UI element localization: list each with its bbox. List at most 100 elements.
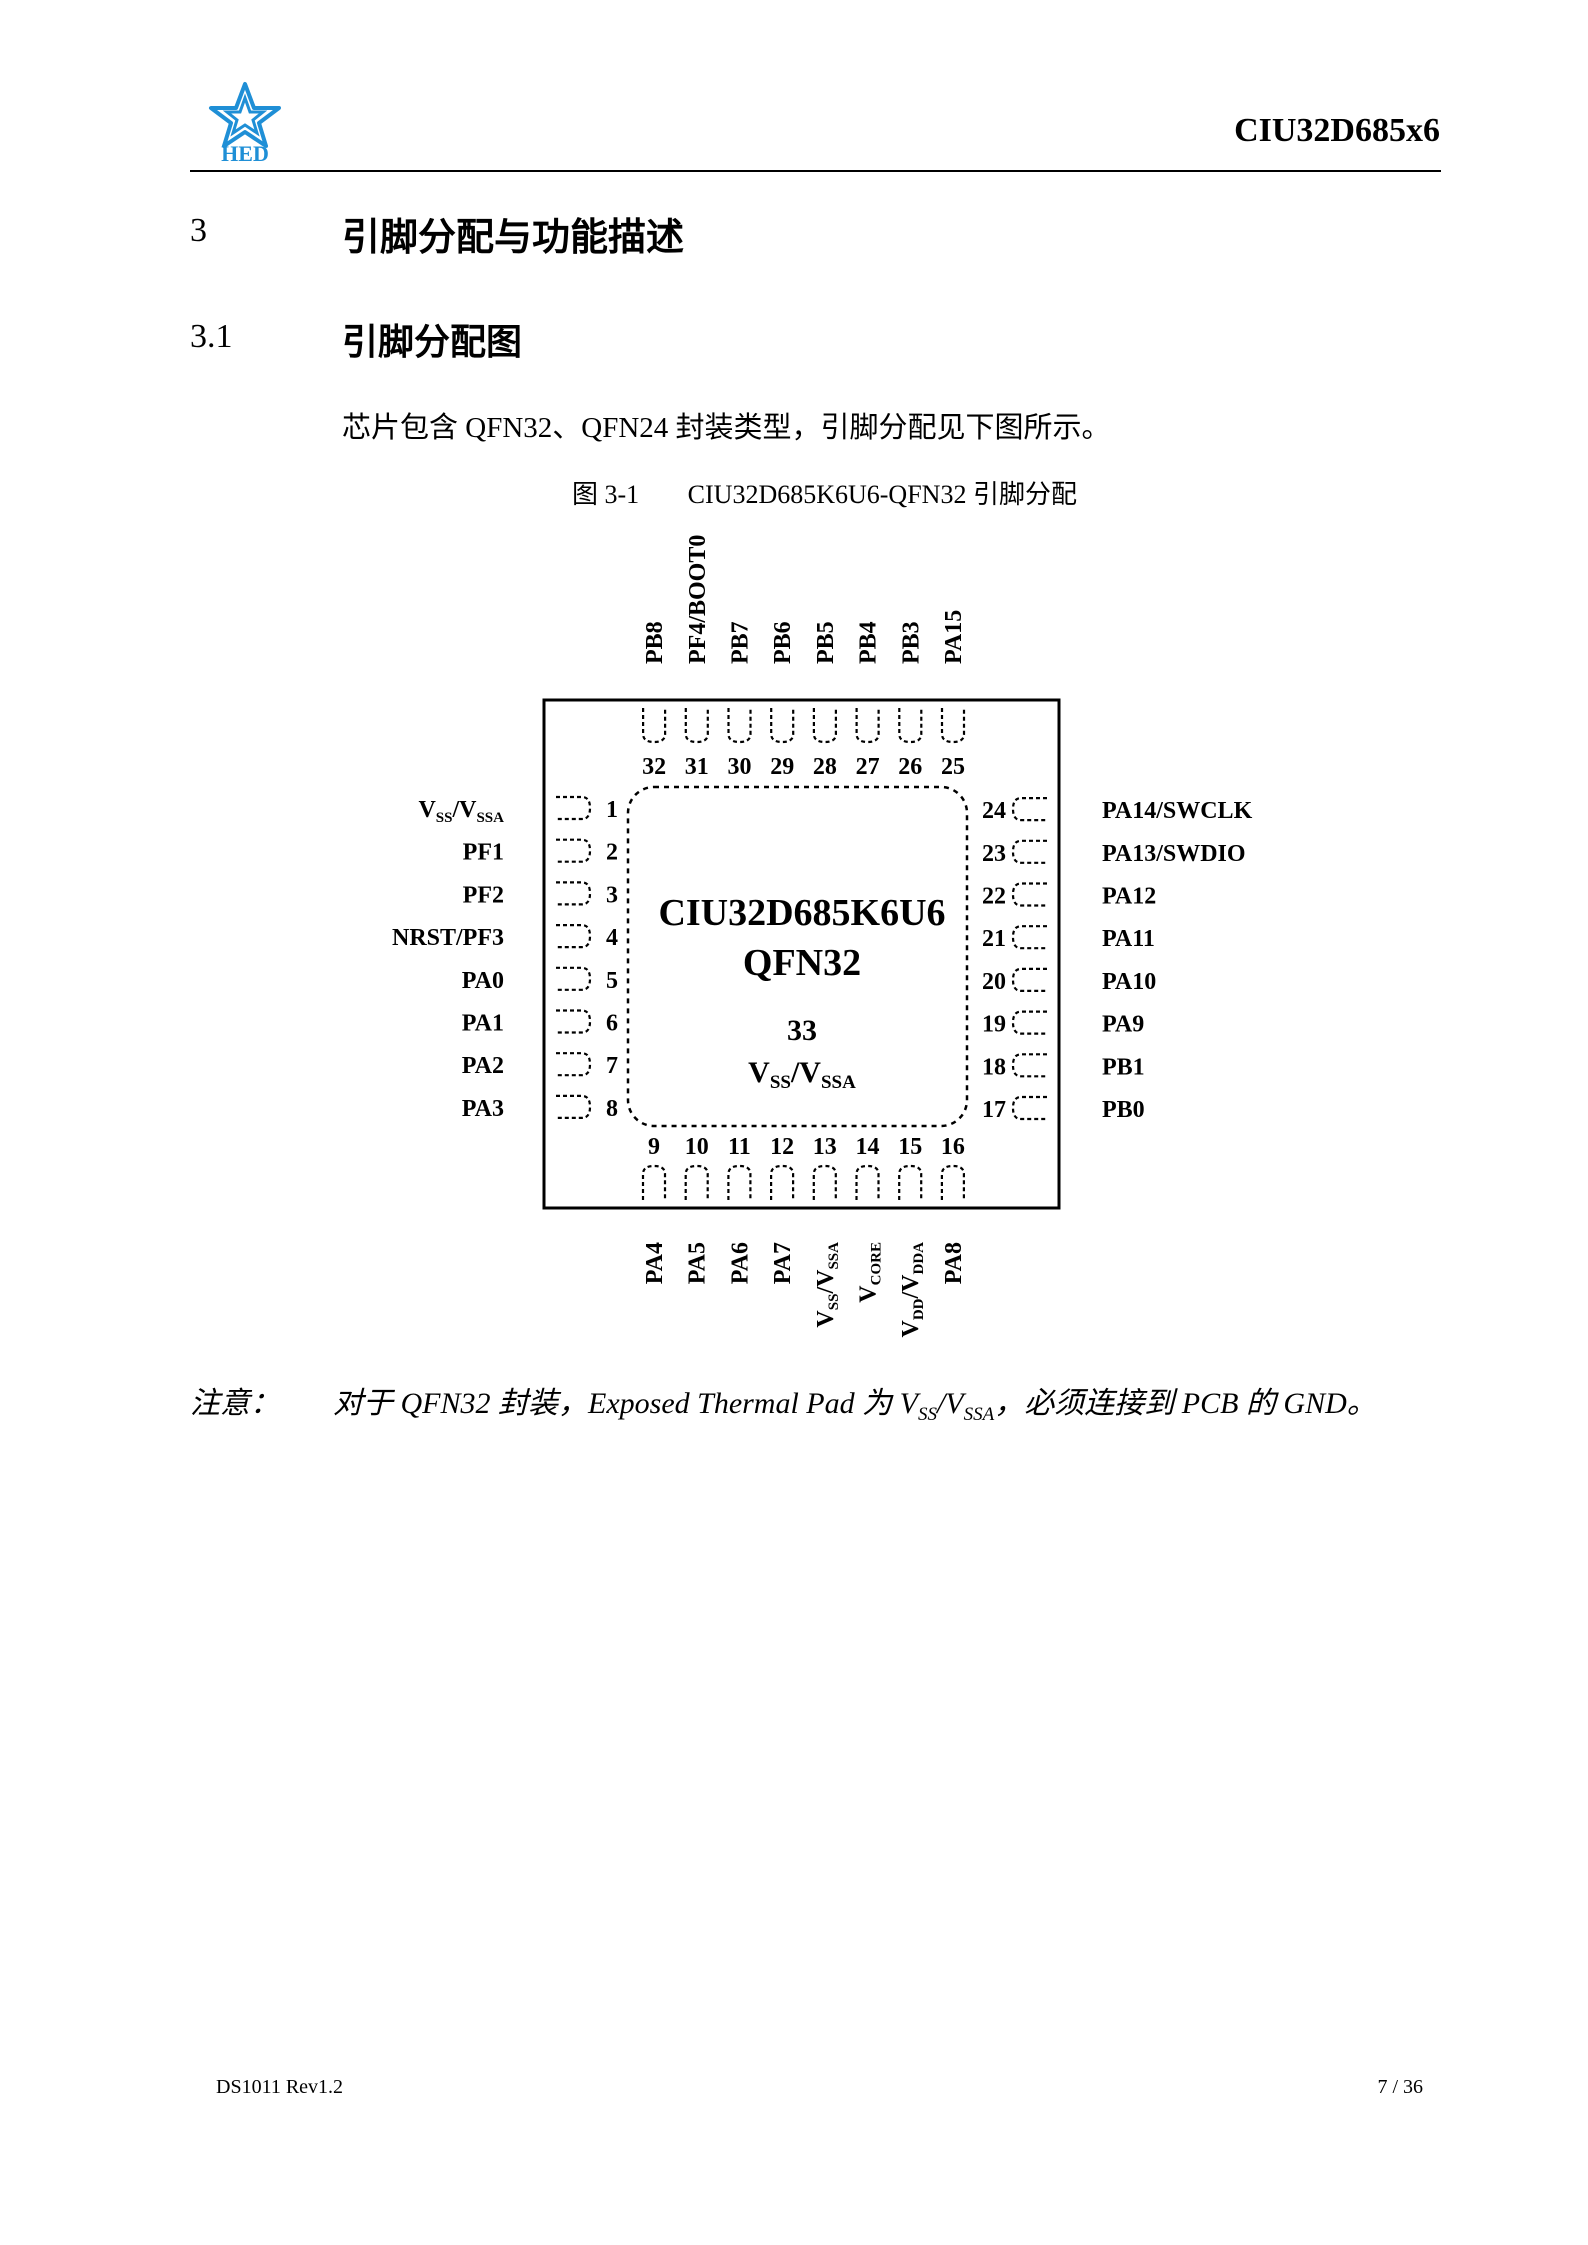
- pin-4-pad: [556, 924, 592, 949]
- pin-5-label: PA0: [462, 968, 504, 994]
- pin-2-pad: [556, 838, 592, 863]
- figure-caption: 图 3-1 CIU32D685K6U6-QFN32 引脚分配: [572, 474, 1077, 511]
- pin-3-number: 3: [606, 882, 618, 908]
- pin-27-label: PB4: [856, 621, 882, 664]
- logo-text: HED: [221, 141, 269, 162]
- pin-3-pad: [556, 881, 592, 906]
- pin-17-number: 17: [982, 1097, 1006, 1123]
- pin-15-number: 15: [898, 1134, 922, 1160]
- pin-3-label: PF2: [463, 882, 504, 908]
- pin-26-number: 26: [898, 754, 922, 780]
- pin-10-label: PA5: [685, 1242, 711, 1284]
- pin-21-number: 21: [982, 926, 1006, 952]
- pin-29-pad: [770, 708, 795, 744]
- pin-17-label: PB0: [1102, 1097, 1145, 1123]
- pin-16-number: 16: [941, 1134, 965, 1160]
- section-number: 3: [190, 212, 207, 249]
- pin-19-pad: [1011, 1010, 1047, 1035]
- pad-number: 33: [787, 1014, 817, 1047]
- pin-15-pad: [898, 1164, 923, 1200]
- pin-22-number: 22: [982, 884, 1006, 910]
- pin-19-label: PA9: [1102, 1012, 1144, 1038]
- pin-27-number: 27: [856, 754, 880, 780]
- pin-26-label: PB3: [898, 621, 924, 664]
- pin-32-number: 32: [642, 754, 666, 780]
- pin-30-number: 30: [728, 754, 752, 780]
- pin-6-number: 6: [606, 1011, 618, 1037]
- pin-23-pad: [1011, 839, 1047, 864]
- pin-17-pad: [1011, 1095, 1047, 1121]
- pin-28-pad: [812, 708, 837, 744]
- pin-31-label: PF4/BOOT0: [685, 535, 711, 664]
- pin-16-label: PA8: [941, 1242, 967, 1284]
- pin-8-pad: [556, 1094, 592, 1119]
- pin-13-number: 13: [813, 1134, 837, 1160]
- pin-25-pad: [940, 708, 966, 744]
- pin-2-label: PF1: [463, 840, 504, 866]
- pin-6-pad: [556, 1009, 592, 1034]
- pin-18-pad: [1011, 1053, 1047, 1078]
- pin-23-number: 23: [982, 841, 1006, 867]
- pinout-diagram: CIU32D685K6U6 QFN32 33 VSS/VSSA 1VSS/VSS…: [392, 535, 1253, 1338]
- pin-30-pad: [727, 708, 752, 744]
- header-rule: [190, 170, 1441, 172]
- figure-title: CIU32D685K6U6-QFN32 引脚分配: [687, 480, 1077, 509]
- pin-26-pad: [898, 708, 923, 744]
- pin-1-pad: [556, 795, 592, 821]
- company-logo: HED: [205, 80, 285, 166]
- thermal-pad-outline: [626, 785, 969, 1128]
- pins-group: 1VSS/VSSA2PF13PF24NRST/PF35PA06PA17PA28P…: [392, 535, 1253, 1338]
- pin-29-label: PB6: [770, 621, 796, 664]
- pin-10-number: 10: [685, 1134, 709, 1160]
- footer-doc-id: DS1011 Rev1.2: [216, 2076, 344, 2098]
- pin-13-label: VSS/VSSA: [813, 1242, 842, 1328]
- pin-7-number: 7: [606, 1053, 618, 1079]
- pin-32-pad: [642, 708, 667, 744]
- pin-5-number: 5: [606, 968, 618, 994]
- pin-6-label: PA1: [462, 1011, 504, 1037]
- pin-1-number: 1: [606, 797, 618, 823]
- subsection-number: 3.1: [190, 318, 233, 355]
- pin-8-number: 8: [606, 1096, 618, 1122]
- pin-32-label: PB8: [642, 621, 668, 664]
- chip-name: CIU32D685K6U6: [658, 892, 945, 934]
- pin-12-label: PA7: [770, 1242, 796, 1284]
- document-title: CIU32D685x6: [1234, 112, 1440, 149]
- pin-24-label: PA14/SWCLK: [1102, 798, 1253, 824]
- pin-20-label: PA10: [1102, 969, 1156, 995]
- pin-18-number: 18: [982, 1054, 1006, 1080]
- chip-package: QFN32: [743, 942, 861, 984]
- footer-page-number: 7 / 36: [1377, 2076, 1423, 2098]
- pin-24-pad: [1011, 797, 1047, 822]
- pin-28-label: PB5: [813, 621, 839, 664]
- pin-5-pad: [556, 966, 592, 991]
- pin-4-number: 4: [606, 925, 618, 951]
- pad-label: VSS/VSSA: [748, 1056, 856, 1093]
- pin-1-label: VSS/VSSA: [418, 797, 504, 826]
- section-title: 引脚分配与功能描述: [342, 215, 685, 259]
- pin-11-number: 11: [728, 1134, 751, 1160]
- pin-31-number: 31: [685, 754, 709, 780]
- pin-25-label: PA15: [941, 610, 967, 664]
- pin-9-pad: [641, 1164, 667, 1200]
- pin-4-label: NRST/PF3: [392, 925, 504, 951]
- pin-31-pad: [684, 708, 709, 744]
- pin-14-number: 14: [856, 1134, 880, 1160]
- pin-20-pad: [1011, 967, 1047, 992]
- pin-7-pad: [556, 1052, 592, 1077]
- figure-number: 图 3-1: [572, 480, 640, 509]
- pin-21-label: PA11: [1102, 926, 1155, 952]
- intro-paragraph: 芯片包含 QFN32、QFN24 封装类型，引脚分配见下图所示。: [342, 412, 1111, 444]
- pin-11-label: PA6: [727, 1242, 753, 1284]
- pin-2-number: 2: [606, 840, 618, 866]
- pin-15-label: VDD/VDDA: [898, 1242, 927, 1338]
- pin-25-number: 25: [941, 754, 965, 780]
- pin-14-pad: [855, 1164, 880, 1200]
- pin-14-label: VCORE: [856, 1242, 885, 1303]
- pin-9-number: 9: [648, 1134, 660, 1160]
- pin-12-pad: [770, 1164, 795, 1200]
- pin-11-pad: [727, 1164, 752, 1200]
- subsection-title: 引脚分配图: [342, 322, 523, 363]
- pin-12-number: 12: [770, 1134, 794, 1160]
- pin-20-number: 20: [982, 969, 1006, 995]
